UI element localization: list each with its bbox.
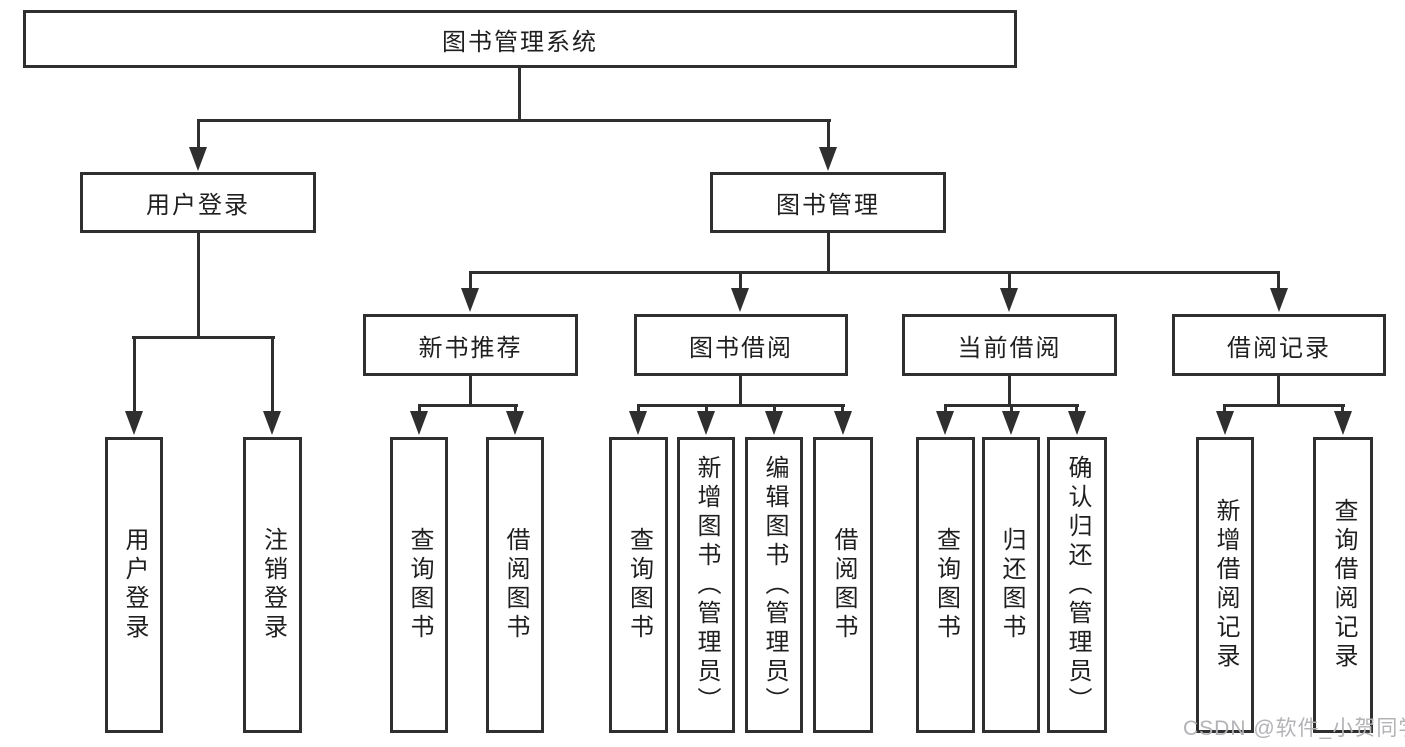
- node-label: 借阅记录: [1227, 334, 1331, 362]
- node-leaf-return-books: 归还图书: [982, 437, 1040, 733]
- connector-line: [739, 374, 742, 407]
- connector-line: [418, 404, 421, 414]
- connector-line: [1223, 404, 1345, 407]
- arrow-down-icon: [1334, 411, 1352, 435]
- arrow-down-icon: [125, 411, 143, 435]
- node-borrowing-records: 借阅记录: [1172, 314, 1386, 376]
- connector-line: [739, 271, 742, 291]
- connector-line: [514, 404, 517, 414]
- arrow-down-icon: [731, 288, 749, 312]
- arrow-down-icon: [629, 411, 647, 435]
- arrow-down-icon: [263, 411, 281, 435]
- node-leaf-query-books-recommend: 查询图书: [390, 437, 448, 733]
- connector-line: [132, 336, 275, 339]
- node-label: 确认归还（管理员）: [1064, 454, 1091, 716]
- node-leaf-user-login: 用户登录: [105, 437, 163, 733]
- arrow-down-icon: [819, 147, 837, 171]
- connector-line: [197, 230, 200, 339]
- arrow-down-icon: [1002, 411, 1020, 435]
- connector-line: [841, 404, 844, 414]
- node-new-book-recommendation: 新书推荐: [363, 314, 578, 376]
- node-leaf-edit-books-admin: 编辑图书（管理员）: [745, 437, 803, 733]
- node-leaf-query-borrow-record: 查询借阅记录: [1313, 437, 1373, 733]
- connector-line: [705, 404, 708, 414]
- arrow-down-icon: [410, 411, 428, 435]
- connector-line: [418, 404, 518, 407]
- node-label: 用户登录: [121, 527, 148, 643]
- connector-line: [1008, 271, 1011, 291]
- node-leaf-query-books-borrow: 查询图书: [609, 437, 668, 733]
- connector-line: [469, 374, 472, 407]
- node-leaf-add-books-admin: 新增图书（管理员）: [677, 437, 735, 733]
- node-leaf-query-books-current: 查询图书: [916, 437, 975, 733]
- node-label: 注销登录: [259, 527, 287, 643]
- connector-line: [944, 404, 947, 414]
- node-label: 借阅图书: [830, 527, 857, 643]
- node-label: 编辑图书（管理员）: [761, 454, 788, 716]
- connector-line: [1277, 374, 1280, 407]
- connector-line: [197, 119, 200, 151]
- arrow-down-icon: [506, 411, 524, 435]
- node-label: 查询图书: [625, 527, 653, 643]
- node-label: 图书管理: [776, 192, 880, 219]
- node-book-management: 图书管理: [710, 172, 946, 233]
- arrow-down-icon: [1216, 411, 1234, 435]
- connector-line: [518, 67, 521, 122]
- node-label: 新增借阅记录: [1212, 498, 1239, 672]
- connector-line: [827, 119, 830, 151]
- node-label: 新书推荐: [418, 334, 523, 362]
- connector-line: [271, 336, 274, 414]
- connector-line: [1223, 404, 1226, 414]
- node-leaf-borrow-books-recommend: 借阅图书: [486, 437, 544, 733]
- arrow-down-icon: [697, 411, 715, 435]
- connector-line: [1008, 374, 1011, 407]
- arrow-down-icon: [834, 411, 852, 435]
- node-book-borrowing: 图书借阅: [634, 314, 848, 376]
- node-leaf-logout-login: 注销登录: [243, 437, 302, 733]
- arrow-down-icon: [936, 411, 954, 435]
- connector-line: [133, 336, 136, 414]
- node-label: 新增图书（管理员）: [693, 454, 720, 716]
- node-label: 查询借阅记录: [1330, 498, 1357, 672]
- connector-line: [197, 119, 831, 122]
- node-label: 当前借阅: [957, 334, 1062, 362]
- connector-line: [469, 271, 472, 291]
- node-label: 查询图书: [406, 527, 433, 643]
- node-label: 查询图书: [932, 527, 960, 643]
- node-label: 归还图书: [998, 527, 1025, 643]
- arrow-down-icon: [765, 411, 783, 435]
- node-user-login-branch: 用户登录: [80, 172, 316, 233]
- arrow-down-icon: [1000, 288, 1018, 312]
- arrow-down-icon: [189, 147, 207, 171]
- node-label: 图书借阅: [689, 334, 793, 362]
- connector-line: [1010, 404, 1013, 414]
- node-current-borrowing: 当前借阅: [902, 314, 1117, 376]
- node-label: 图书管理系统: [442, 28, 598, 56]
- node-leaf-borrow-books: 借阅图书: [813, 437, 873, 733]
- connector-line: [773, 404, 776, 414]
- connector-line: [637, 404, 640, 414]
- arrow-down-icon: [1068, 411, 1086, 435]
- node-root: 图书管理系统: [23, 10, 1017, 68]
- connector-line: [827, 230, 830, 274]
- node-leaf-confirm-return-admin: 确认归还（管理员）: [1047, 437, 1107, 733]
- node-leaf-add-borrow-record: 新增借阅记录: [1196, 437, 1254, 733]
- arrow-down-icon: [461, 288, 479, 312]
- node-label: 用户登录: [146, 192, 250, 219]
- connector-line: [1075, 404, 1078, 414]
- connector-line: [637, 404, 845, 407]
- connector-line: [1341, 404, 1344, 414]
- node-label: 借阅图书: [502, 527, 529, 643]
- connector-line: [1277, 271, 1280, 291]
- csdn-watermark: CSDN @软件_小贺同学: [1183, 717, 1405, 740]
- arrow-down-icon: [1270, 288, 1288, 312]
- connector-line: [469, 271, 1280, 274]
